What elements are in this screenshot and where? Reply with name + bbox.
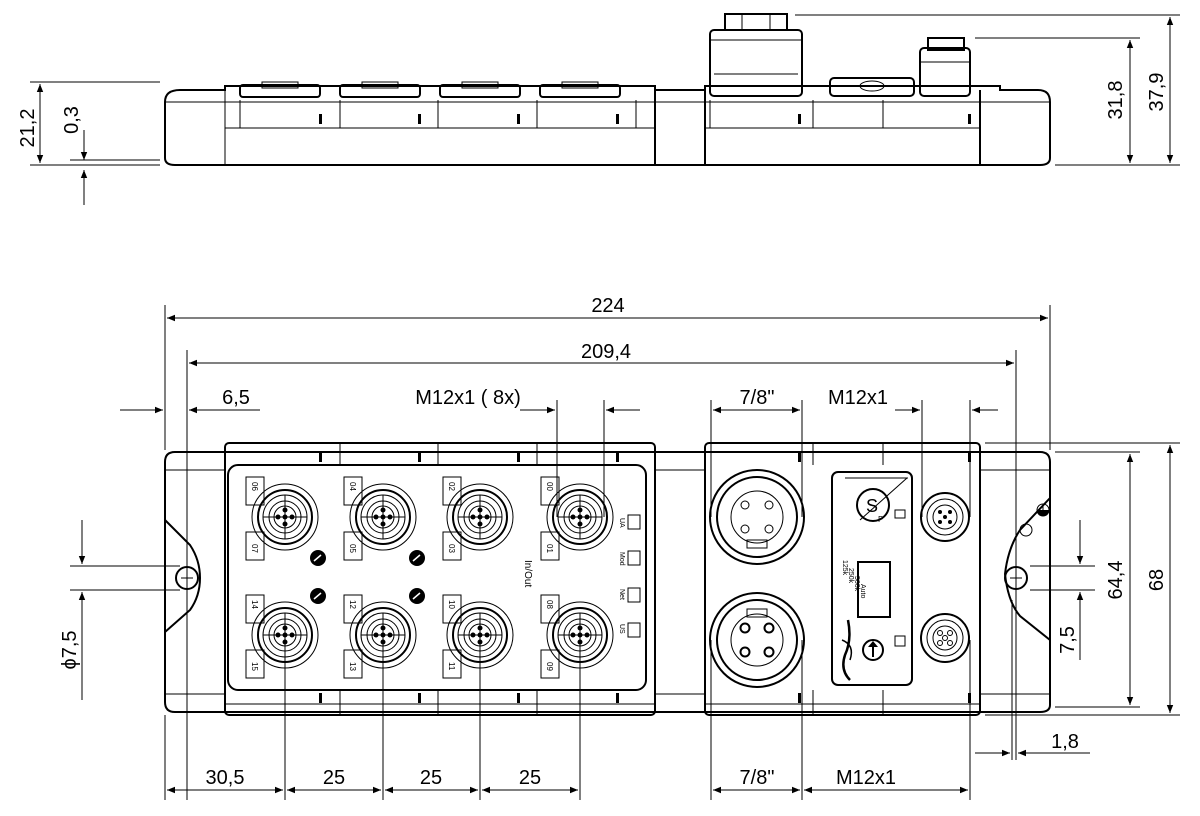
port-label-04: 04: [348, 482, 357, 491]
dim-m12-8x: M12x1 ( 8x): [415, 387, 521, 409]
led-indicators: [627, 514, 641, 638]
dim-pitch-1: 25: [323, 767, 345, 789]
display-window: [857, 561, 891, 618]
display-panel: [831, 471, 913, 686]
port-label-03: 03: [447, 544, 456, 553]
port-label-10: 10: [447, 600, 456, 609]
dim-height-body: 21,2: [17, 109, 39, 148]
inout-label: In/Out: [522, 560, 533, 587]
port-label-00: 00: [545, 482, 554, 491]
baud-auto: Auto: [859, 584, 866, 599]
brand-logo-icon: [841, 619, 853, 681]
power-connector-top: [709, 469, 805, 565]
led-label-us: US: [618, 624, 625, 634]
dim-hole-spacing: 209,4: [581, 341, 631, 363]
m12-port-bus-out: [920, 613, 970, 663]
ground-icon: [1019, 503, 1050, 537]
dim-m12-top: M12x1: [828, 387, 888, 409]
port-label-02: 02: [447, 482, 456, 491]
port-label-01: 01: [545, 544, 554, 553]
dim-pitch-2: 25: [420, 767, 442, 789]
port-label-05: 05: [348, 544, 357, 553]
baud-125k: 125k: [841, 560, 848, 576]
m12-port-bus-in: [920, 492, 970, 542]
dim-height-foot: 0,3: [61, 106, 83, 134]
status-indicator-icons: [310, 550, 425, 604]
dim-hole-dia: ϕ7,5: [59, 630, 81, 669]
dim-hole-offset: 7,5: [1057, 626, 1079, 654]
rotary-switch-icon: [845, 477, 908, 522]
port-label-07: 07: [250, 544, 259, 553]
dim-overall-length: 224: [591, 295, 624, 317]
port-label-15: 15: [250, 662, 259, 671]
dim-flange: 1,8: [1051, 731, 1079, 753]
baud-500k: 500k: [853, 576, 860, 592]
port-label-13: 13: [348, 662, 357, 671]
dim-power-7-8-bottom: 7/8": [740, 767, 775, 789]
dim-height-connector: 31,8: [1105, 81, 1127, 120]
port-label-08: 08: [545, 600, 554, 609]
top-view: 06 04 02 00 07 05 03 01 14 12 10 08 15 1…: [164, 442, 1051, 716]
baud-250k: 250k: [847, 568, 854, 584]
dim-power-7-8-top: 7/8": [740, 387, 775, 409]
top-view-dimensions: 224 209,4 6,5 M12x1 ( 8x) 7/8" M12x1: [59, 295, 1180, 800]
port-label-06: 06: [250, 482, 259, 491]
port-label-12: 12: [348, 600, 357, 609]
dim-width-inner: 64,4: [1105, 561, 1127, 600]
led-label-net: Net: [618, 589, 625, 600]
dim-pitch-first: 30,5: [206, 767, 245, 789]
side-view: [164, 13, 1051, 166]
led-label-ua: UA: [618, 518, 625, 528]
power-connector-bottom: [709, 592, 805, 688]
port-label-14: 14: [250, 600, 259, 609]
dim-width-total: 68: [1146, 569, 1168, 591]
port-label-11: 11: [447, 662, 456, 671]
side-view-dimensions: 21,2 0,3 31,8 37,9: [17, 14, 1180, 205]
dim-m12-bottom: M12x1: [836, 767, 896, 789]
port-label-09: 09: [545, 662, 554, 671]
led-label-mod: Mod: [618, 552, 625, 566]
dim-edge-offset: 6,5: [222, 387, 250, 409]
m12-port-grid: [251, 483, 614, 669]
port-label-boxes: [245, 476, 560, 679]
switch-label: S: [866, 496, 878, 516]
dim-height-total: 37,9: [1146, 73, 1168, 112]
arrow-up-icon: [862, 639, 884, 661]
switch-sub-label: P: [878, 515, 883, 524]
dim-pitch-3: 25: [519, 767, 541, 789]
